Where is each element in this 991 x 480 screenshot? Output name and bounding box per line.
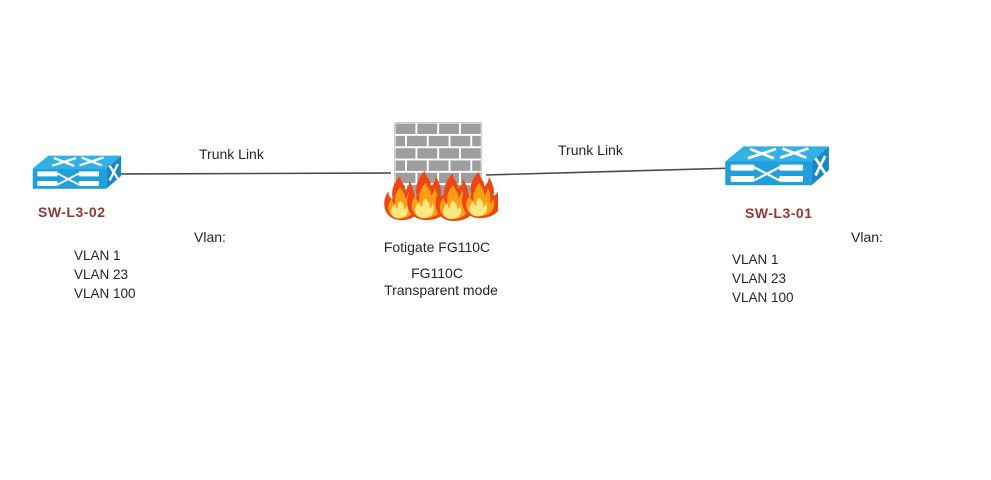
trunk-link-line-right [485,167,737,176]
trunk-link-label-right: Trunk Link [558,142,623,158]
switch-icon-left [30,152,122,198]
vlan-item: VLAN 100 [74,286,136,301]
switch-icon-right [722,143,830,195]
switch-top-arrows-icon [51,156,104,167]
left-vlan-list: VLAN 1 VLAN 23 VLAN 100 [74,246,136,303]
vlan-item: VLAN 23 [74,267,129,282]
firewall-model: FG110C [411,265,463,281]
right-switch-label: SW-L3-01 [745,205,813,221]
trunk-link-label-left: Trunk Link [199,146,264,162]
left-switch-label: SW-L3-02 [38,204,106,220]
switch-top-face [725,146,829,162]
switch-top-arrows-icon [747,147,809,160]
firewall-title: Fotigate FG110C [383,239,491,255]
switch-front-cross-lines [57,172,80,186]
vlan-item: VLAN 1 [732,252,779,267]
switch-side-arrows-icon [814,155,827,177]
vlan-item: VLAN 100 [732,290,794,305]
firewall-icon [384,116,498,222]
switch-front-cross-lines [753,166,780,182]
firewall-mode: Transparent mode [384,282,498,298]
switch-top-face [32,155,122,169]
trunk-link-line-left [113,172,392,175]
right-vlan-list: VLAN 1 VLAN 23 VLAN 100 [732,250,794,307]
vlan-item: VLAN 1 [74,248,121,263]
vlan-item: VLAN 23 [732,271,787,286]
left-vlan-header: Vlan: [194,229,226,245]
switch-port-bars [730,164,803,182]
switch-side-arrows-icon [108,163,119,182]
right-vlan-header: Vlan: [851,229,883,245]
switch-port-bars [37,171,99,187]
